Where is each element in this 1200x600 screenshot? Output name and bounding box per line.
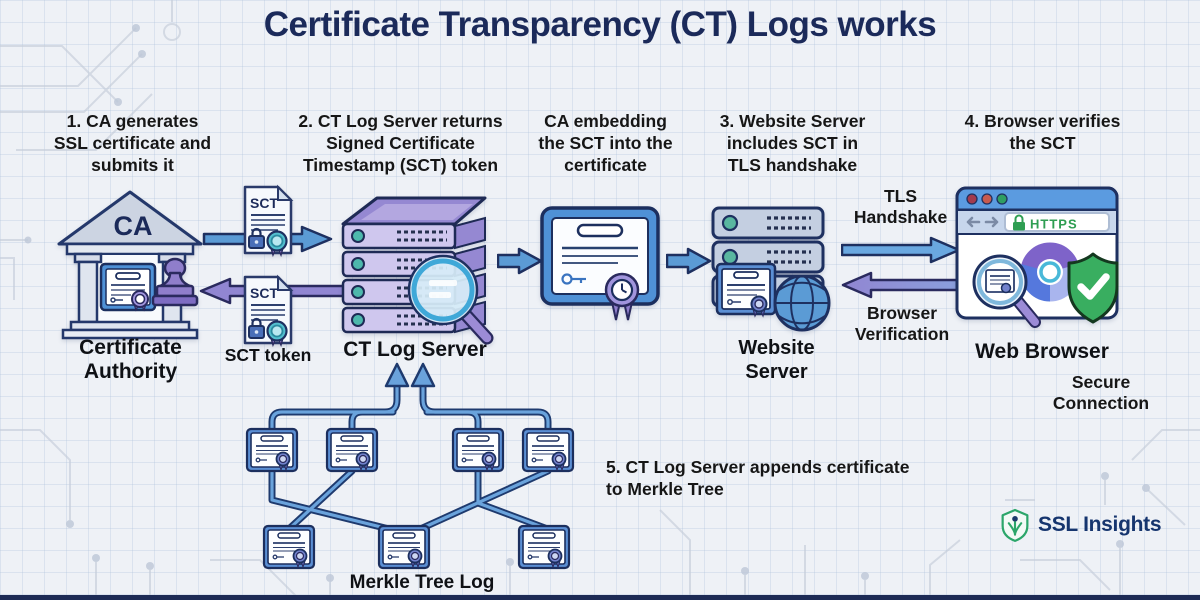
web-browser-icon: HTTPS [955,186,1119,328]
https-text: HTTPS [1030,217,1078,232]
seal-icon [266,320,288,348]
merkle-tree-diagram [245,362,575,570]
page-title: Certificate Transparency (CT) Logs works [263,5,937,44]
merkle-certificate [245,427,299,473]
ct-log-server-icon [341,196,494,345]
label-website-server: Website Server [738,337,815,383]
server-certificate-icon [715,262,777,318]
label-sct-token: SCT token [224,345,312,365]
step-3-label: 3. Website Server includes SCT in TLS ha… [719,111,866,175]
back-icon [966,216,981,228]
chrome-logo-icon [1019,241,1081,303]
label-merkle-tree-log: Merkle Tree Log [349,572,495,593]
window-control-dots [966,193,1008,205]
step-2-label: 2. CT Log Server returns Signed Certific… [298,111,503,175]
label-tls-handshake: TLS Handshake [853,186,948,227]
step-ca-embedding-label: CA embedding the SCT into the certificat… [538,111,673,175]
address-bar [1004,212,1110,232]
lock-icon [248,227,265,249]
ca-text: CA [114,211,153,241]
step-5-label: 5. CT Log Server appends certificate to … [606,457,910,499]
arrow-browser-verification [841,271,961,299]
forward-icon [984,216,999,228]
magnifier-icon [407,254,494,345]
step-1-label: 1. CA generates SSL certificate and subm… [53,111,212,175]
merkle-certificate [262,524,316,570]
brand-name: SSL Insights [1038,513,1162,536]
sct-doc-text: SCT [250,195,278,211]
merkle-certificate [451,427,505,473]
shield-check-icon [1067,252,1119,324]
merkle-certificate [517,524,571,570]
website-server-icon [711,206,831,332]
ca-building-icon: CA [57,190,203,340]
stamp-icon [151,257,199,307]
browser-titlebar [955,186,1119,212]
brand-logo: SSL Insights [1000,508,1162,542]
merkle-certificate [521,427,575,473]
arrow-certificate-to-webserver [666,247,712,275]
merkle-tree-edges [268,378,552,534]
lock-icon [248,317,265,339]
label-secure-connection: Secure Connection [1052,372,1150,413]
arrow-ctlog-to-certificate [497,247,543,275]
bottom-accent-bar [0,595,1200,600]
key-icon [561,273,586,285]
arrow-merkle-to-ctlog-right [410,362,436,388]
https-lock-icon [1013,214,1025,231]
certificate-icon [540,206,660,321]
sct-document-down-icon: SCT [243,274,294,348]
magnifier-certificate-icon [972,254,1041,328]
arrow-tls-handshake [841,236,961,264]
step-4-label: 4. Browser verifies the SCT [964,111,1121,153]
rosette-icon [131,290,149,312]
label-ct-log-server: CT Log Server [343,338,487,361]
label-web-browser: Web Browser [975,340,1109,363]
label-browser-verification: Browser Verification [854,303,950,344]
brand-shield-icon [1001,508,1029,542]
sct-document-up-icon: SCT [243,184,294,258]
seal-icon [266,230,288,258]
globe-icon [773,274,831,332]
merkle-certificate [377,524,431,570]
arrow-merkle-to-ctlog-left [384,362,410,388]
ca-certificate-icon [99,262,157,312]
sct-doc-text: SCT [250,285,278,301]
merkle-certificate [325,427,379,473]
clock-badge-icon [604,272,640,321]
label-certificate-authority: Certificate Authority [79,336,182,383]
